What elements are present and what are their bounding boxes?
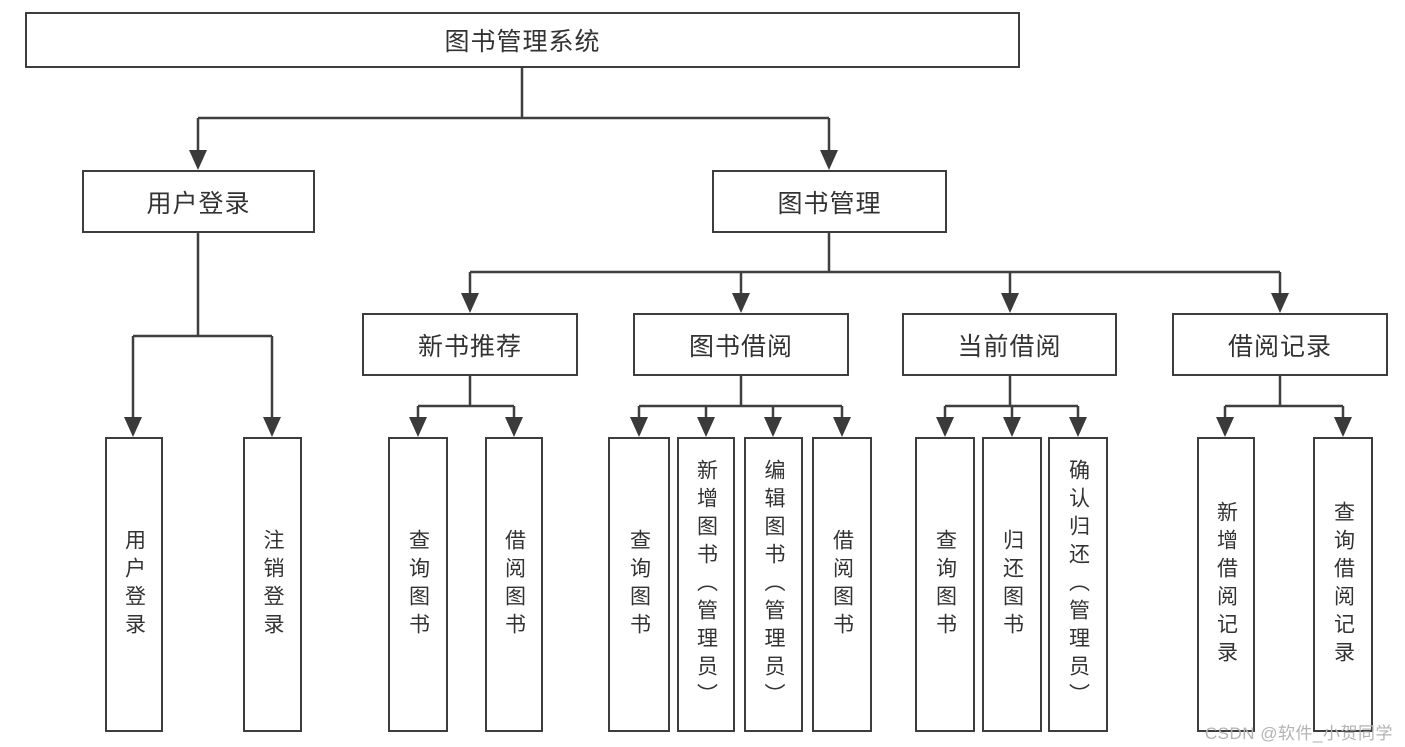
connector-root-to-level2 <box>196 68 831 155</box>
leaf-query-books-2: 查询图书 <box>608 437 670 732</box>
arrowhead-user-login <box>189 150 207 170</box>
arrowhead-leaf-query-record <box>1334 417 1352 437</box>
arrowhead-leaf-query-book-2 <box>630 417 648 437</box>
leaf-user-login: 用户登录 <box>105 437 163 732</box>
node-new-book-recommendation: 新书推荐 <box>362 313 578 376</box>
leaf-confirm-return-admin: 确认归还（管理员） <box>1048 437 1108 732</box>
arrowhead-borrow-rec <box>1271 293 1289 313</box>
node-user-login: 用户登录 <box>82 170 315 233</box>
connector-cur-borrow-children <box>943 376 1080 422</box>
leaf-query-books-3: 查询图书 <box>915 437 975 732</box>
arrowhead-leaf-logout <box>263 417 281 437</box>
connector-new-book-children <box>416 376 516 422</box>
node-current-borrowing: 当前借阅 <box>902 313 1117 376</box>
leaf-borrow-books-2: 借阅图书 <box>812 437 872 732</box>
leaf-return-books: 归还图书 <box>982 437 1042 732</box>
leaf-query-borrow-record: 查询借阅记录 <box>1313 437 1373 732</box>
arrowhead-leaf-confirm-return <box>1069 417 1087 437</box>
arrowhead-book-mgmt <box>820 150 838 170</box>
arrowhead-cur-borrow <box>1001 293 1019 313</box>
leaf-add-books-admin: 新增图书（管理员） <box>677 437 735 732</box>
connector-borrow-rec-children <box>1223 376 1345 422</box>
arrowhead-leaf-query-book-1 <box>409 417 427 437</box>
leaf-edit-books-admin: 编辑图书（管理员） <box>744 437 803 732</box>
arrowhead-leaf-edit-book <box>764 417 782 437</box>
arrowhead-leaf-return-book <box>1003 417 1021 437</box>
leaf-logout-login: 注销登录 <box>243 437 302 732</box>
leaf-add-borrow-record: 新增借阅记录 <box>1197 437 1255 732</box>
arrowhead-leaf-borrow-book-1 <box>505 417 523 437</box>
node-book-management: 图书管理 <box>712 170 947 233</box>
arrowhead-book-borrow <box>732 293 750 313</box>
connector-book-borrow-children <box>637 376 844 422</box>
connector-book-mgmt-children <box>468 233 1282 298</box>
arrowhead-leaf-user-login <box>124 417 142 437</box>
leaf-query-books-1: 查询图书 <box>388 437 448 732</box>
arrowhead-new-book <box>461 293 479 313</box>
arrowhead-leaf-query-book-3 <box>936 417 954 437</box>
arrowhead-leaf-add-book <box>697 417 715 437</box>
node-borrowing-records: 借阅记录 <box>1172 313 1388 376</box>
leaf-borrow-books-1: 借阅图书 <box>485 437 543 732</box>
connector-user-login-children <box>131 233 274 422</box>
node-book-borrowing: 图书借阅 <box>633 313 849 376</box>
arrowhead-leaf-add-record <box>1216 417 1234 437</box>
node-library-management-system: 图书管理系统 <box>25 12 1020 68</box>
arrowhead-leaf-borrow-book-2 <box>833 417 851 437</box>
csdn-watermark: CSDN @软件_小贺同学 <box>1204 724 1393 743</box>
